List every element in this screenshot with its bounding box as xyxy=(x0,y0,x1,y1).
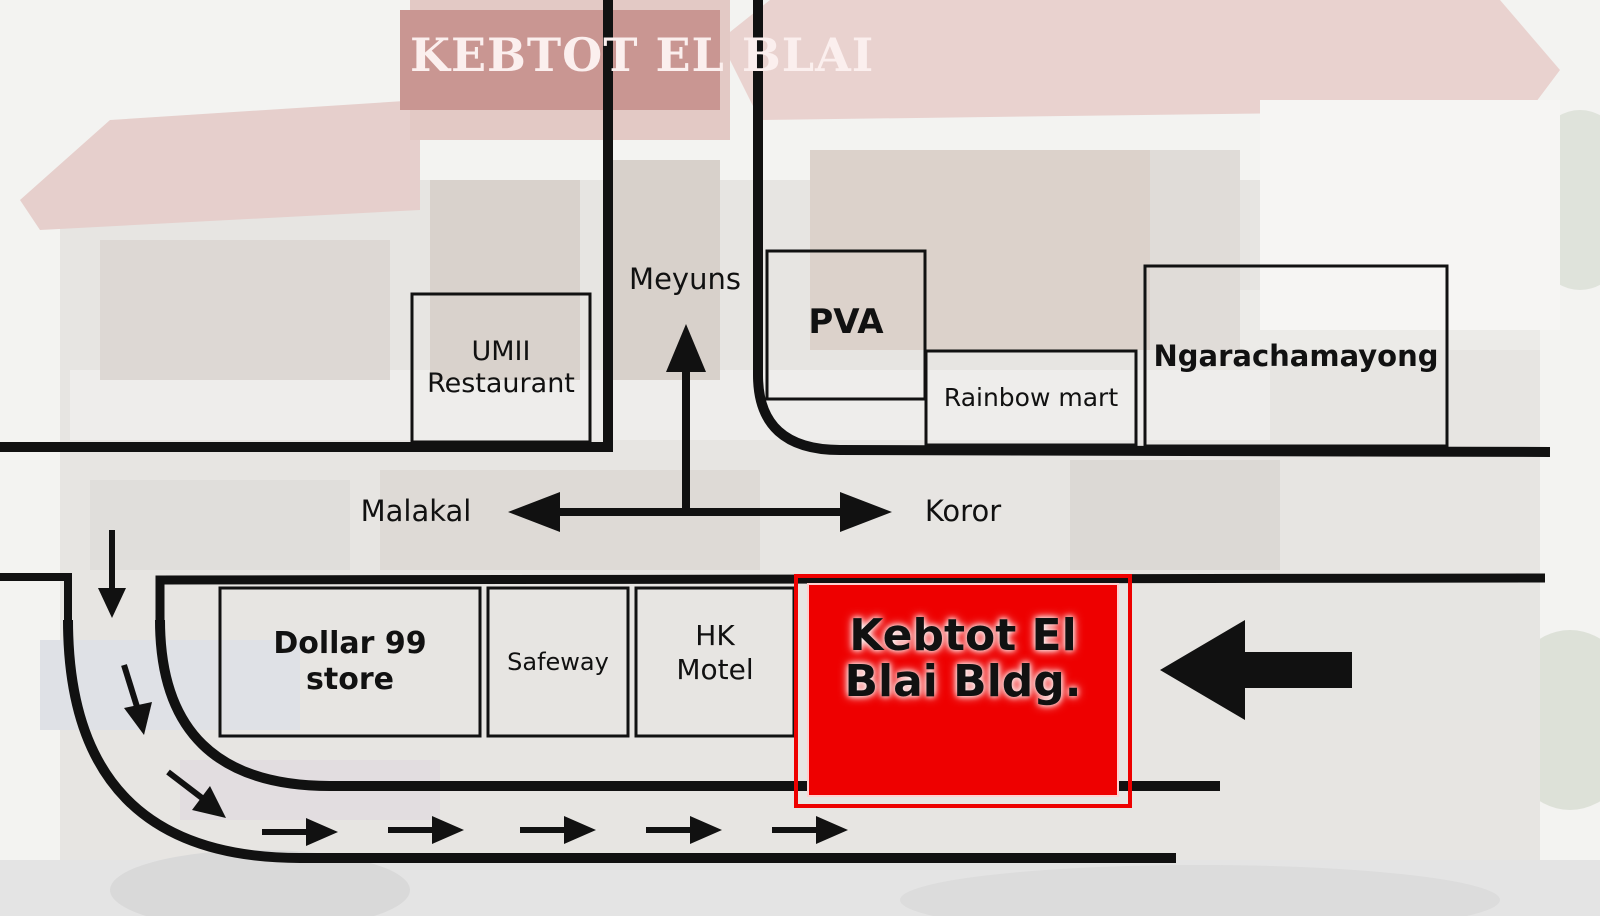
building-rainbow-mart: Rainbow mart xyxy=(943,383,1119,412)
direction-north-label: Meyuns xyxy=(629,262,741,296)
dollar99-outline xyxy=(218,586,482,738)
rainbow-mart-outline xyxy=(924,349,1138,447)
umii-restaurant-outline xyxy=(410,292,592,444)
lane-outer xyxy=(63,619,1176,863)
route-arrow-icon xyxy=(98,588,126,618)
road-upper-right xyxy=(753,0,1551,457)
direction-arrows xyxy=(508,324,892,532)
route-arrow-icon xyxy=(816,816,848,844)
arrow-left-icon xyxy=(508,492,560,532)
kebtot-sign-board xyxy=(400,10,720,110)
building-safeway: Safeway xyxy=(507,647,609,676)
route-arrow-icon xyxy=(192,786,226,818)
arrow-up-icon xyxy=(666,324,706,372)
route-arrow-icon xyxy=(306,818,338,846)
direction-west-label: Malakal xyxy=(360,494,472,528)
building-ngarachamayong: Ngarachamayong xyxy=(1153,338,1439,373)
road-lower-edge xyxy=(155,573,1546,620)
pva-outline xyxy=(765,249,927,401)
lane-inner xyxy=(155,619,1220,791)
left-arrow-icon xyxy=(1160,620,1352,720)
ngarachamayong-outline xyxy=(1143,264,1449,448)
route-arrows xyxy=(98,530,848,846)
route-arrow-icon xyxy=(432,816,464,844)
building-umii-restaurant: UMII Restaurant xyxy=(427,335,575,399)
route-arrow-icon xyxy=(690,816,722,844)
building-dollar99-store: Dollar 99 store xyxy=(273,626,427,697)
route-arrow-icon xyxy=(564,816,596,844)
road-upper-left xyxy=(0,0,613,452)
arrow-right-icon xyxy=(840,492,892,532)
building-hk-motel: HK Motel xyxy=(676,619,754,686)
kebtot-outline xyxy=(794,574,1132,808)
safeway-outline xyxy=(486,586,630,738)
route-arrow-icon xyxy=(124,702,152,735)
road-lower-left-edge xyxy=(0,573,72,620)
direction-east-label: Koror xyxy=(924,494,1002,528)
kebtot-glow xyxy=(807,583,1119,797)
sign-text: KEBTOT EL BLAI xyxy=(410,28,875,82)
kebtot-fill xyxy=(808,584,1118,796)
building-kebtot-el-blai: Kebtot El Blai Bldg. xyxy=(844,609,1082,707)
building-pva: PVA xyxy=(808,301,884,342)
